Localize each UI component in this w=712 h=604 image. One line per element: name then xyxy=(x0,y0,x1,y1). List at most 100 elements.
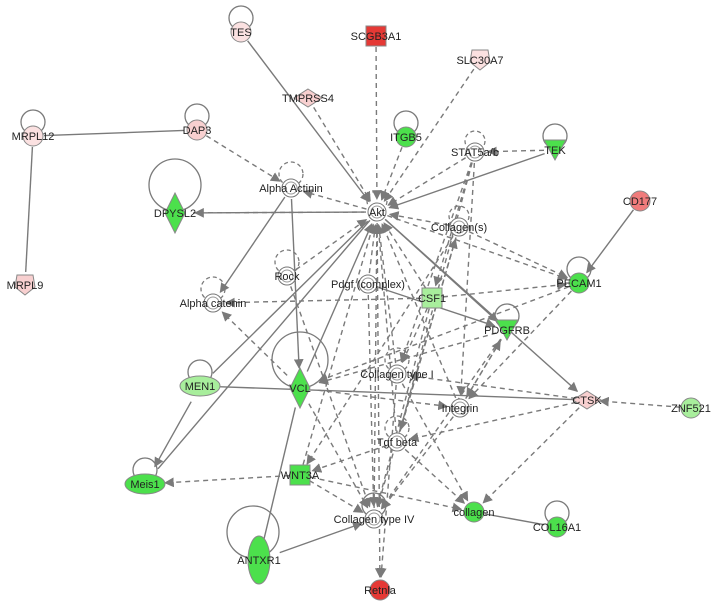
edge-akt-to-meis1 xyxy=(157,219,371,470)
node-pdgf[interactable]: Pdgf (complex) xyxy=(331,274,405,294)
node-label-stat5ab: STAT5a/b xyxy=(451,147,499,159)
edge-tgf_beta-to-akt xyxy=(374,223,397,432)
edge-ctsk-to-collagen xyxy=(482,407,580,504)
node-integrin[interactable]: Integrin xyxy=(442,398,479,418)
edge-collagen-to-col16a1 xyxy=(484,513,545,526)
node-label-wnt3a: WNT3A xyxy=(281,470,320,482)
node-shape-men1 xyxy=(179,375,221,397)
node-cd177[interactable]: CD177 xyxy=(623,190,657,212)
edge-rock-to-collagen_type_iv xyxy=(290,286,372,508)
edge-mrpl12-to-mrpl9 xyxy=(24,146,34,273)
edge-collagen_type_i-to-akt xyxy=(374,223,397,364)
node-ctsk[interactable]: CTSK xyxy=(572,390,602,410)
node-label-col16a1: COL16A1 xyxy=(533,522,581,534)
node-pdgfrb[interactable]: PDGFRB xyxy=(484,319,530,342)
edge-pecam1-to-integrin xyxy=(468,290,572,400)
edge-csf1-to-alpha_catenin xyxy=(225,297,422,308)
edge-tgf_beta-to-collagen xyxy=(404,448,466,504)
node-men1[interactable]: MEN1 xyxy=(179,375,221,397)
node-shape-pdgf xyxy=(358,274,378,294)
node-label-integrin: Integrin xyxy=(442,403,479,415)
edge-rock-to-akt xyxy=(295,218,368,271)
node-shape-retnla xyxy=(369,579,391,601)
node-shape-dpysl2 xyxy=(164,191,186,235)
node-alpha_actinin[interactable]: Alpha Actinin xyxy=(259,178,323,198)
node-rock[interactable]: Rock xyxy=(274,266,300,286)
node-label-tgf_beta: Tgf beta xyxy=(377,437,418,449)
node-shape-scgb3a1 xyxy=(365,25,387,47)
edge-collagen_type_iv-to-akt xyxy=(371,224,382,509)
node-shape-tek xyxy=(543,139,567,162)
node-label-pecam1: PECAM1 xyxy=(556,278,601,290)
node-mrpl9[interactable]: MRPL9 xyxy=(7,274,44,296)
edge-alpha_actinin-to-alpha_catenin xyxy=(219,196,286,294)
node-retnla[interactable]: Retnla xyxy=(364,579,397,601)
node-col16a1[interactable]: COL16A1 xyxy=(533,516,581,538)
node-collagen_type_i[interactable]: Collagen type I xyxy=(360,364,434,384)
edge-scgb3a1-to-akt xyxy=(371,46,382,200)
node-tmprss4[interactable]: TMPRSS4 xyxy=(282,88,334,108)
node-label-collagen_type_i: Collagen type I xyxy=(360,369,433,381)
node-shape-csf1 xyxy=(421,287,443,309)
node-znf521[interactable]: ZNF521 xyxy=(671,397,711,419)
node-itgb5[interactable]: ITGB5 xyxy=(390,126,422,148)
node-label-slc30a7: SLC30A7 xyxy=(456,55,503,67)
node-label-csf1: CSF1 xyxy=(418,293,446,305)
edge-akt-to-alpha_actinin xyxy=(302,189,367,210)
node-label-collagen: collagen xyxy=(454,507,495,519)
node-stat5ab[interactable]: STAT5a/b xyxy=(451,142,499,162)
node-shape-tgf_beta xyxy=(387,432,407,452)
self-loop-rock xyxy=(274,249,300,275)
edge-ctsk-to-tgf_beta xyxy=(408,401,577,443)
node-shape-pecam1 xyxy=(568,272,590,294)
node-shape-tmprss4 xyxy=(293,88,323,108)
node-collagen[interactable]: collagen xyxy=(454,501,495,523)
edge-collagens-to-tgf_beta xyxy=(398,237,457,431)
edge-csf1-to-collagen_type_iv xyxy=(374,308,430,508)
node-wnt3a[interactable]: WNT3A xyxy=(281,464,320,486)
node-label-tek: TEK xyxy=(544,145,566,157)
edge-akt-to-dpysl2 xyxy=(194,207,367,218)
node-label-scgb3a1: SCGB3A1 xyxy=(351,31,402,43)
node-shape-col16a1 xyxy=(546,516,568,538)
node-meis1[interactable]: Meis1 xyxy=(124,473,166,495)
node-shape-collagen xyxy=(463,501,485,523)
edge-ctsk-to-collagen_type_i xyxy=(408,372,577,400)
node-csf1[interactable]: CSF1 xyxy=(418,287,446,309)
node-alpha_catenin[interactable]: Alpha catenin xyxy=(180,293,247,313)
node-mrpl12[interactable]: MRPL12 xyxy=(12,125,55,147)
node-label-alpha_actinin: Alpha Actinin xyxy=(259,183,323,195)
node-collagens[interactable]: Collagen(s) xyxy=(431,217,487,237)
node-antxr1[interactable]: ANTXR1 xyxy=(237,535,281,585)
edge-collagen_type_i-to-collagen xyxy=(401,383,469,502)
node-shape-itgb5 xyxy=(395,126,417,148)
node-akt[interactable]: Akt xyxy=(367,202,387,222)
node-pecam1[interactable]: PECAM1 xyxy=(556,272,602,294)
node-label-tes: TES xyxy=(230,27,251,39)
node-tek[interactable]: TEK xyxy=(543,139,567,162)
edge-collagen_type_i-to-retnla xyxy=(376,384,397,579)
node-shape-meis1 xyxy=(124,473,166,495)
node-tes[interactable]: TES xyxy=(230,21,252,43)
node-dpysl2[interactable]: DPYSL2 xyxy=(154,191,196,235)
edge-antxr1-to-vcl xyxy=(263,407,297,539)
node-dap3[interactable]: DAP3 xyxy=(183,119,212,141)
edge-wnt3a-to-collagen_type_iv xyxy=(309,480,364,513)
edge-alpha_actinin-to-vcl xyxy=(290,198,304,369)
node-shape-slc30a7 xyxy=(469,49,491,71)
node-label-dap3: DAP3 xyxy=(183,125,212,137)
node-collagen_type_iv[interactable]: Collagen type IV xyxy=(334,509,415,529)
edge-itgb5-to-akt xyxy=(380,147,403,201)
edge-csf1-to-akt xyxy=(383,222,427,290)
edge-antxr1-to-collagen_type_iv xyxy=(279,521,363,554)
node-slc30a7[interactable]: SLC30A7 xyxy=(456,49,504,71)
node-scgb3a1[interactable]: SCGB3A1 xyxy=(351,25,402,47)
node-label-retnla: Retnla xyxy=(364,585,397,597)
node-vcl[interactable]: VCL xyxy=(289,366,311,410)
node-label-antxr1: ANTXR1 xyxy=(237,555,280,567)
node-tgf_beta[interactable]: Tgf beta xyxy=(377,432,418,452)
node-label-alpha_catenin: Alpha catenin xyxy=(180,298,247,310)
edge-cd177-to-pecam1 xyxy=(586,209,634,274)
